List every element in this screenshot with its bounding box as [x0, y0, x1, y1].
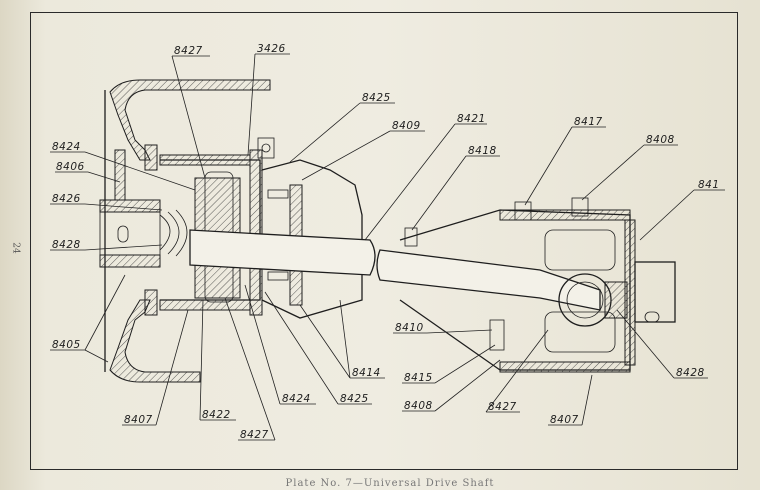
callout-labels: 8427 3426 8425 8409 8421 8424 8406 8426 … — [52, 43, 720, 441]
callout-label: 8405 — [52, 339, 81, 351]
callout-label: 8421 — [457, 113, 486, 125]
callout-label: 8418 — [468, 145, 497, 157]
callout-label: 8427 — [240, 429, 269, 441]
callout-label: 8424 — [52, 141, 81, 153]
callout-label: 8426 — [52, 193, 81, 205]
callout-label: 8417 — [574, 116, 603, 128]
callout-label: 8428 — [676, 367, 705, 379]
callout-label: 8424 — [282, 393, 311, 405]
callout-label: 8410 — [395, 322, 424, 334]
callout-label: 8415 — [404, 372, 433, 384]
callout-label: 8408 — [646, 134, 675, 146]
drive-shaft — [189, 229, 601, 311]
callout-label: 8407 — [124, 414, 153, 426]
callout-label: 3426 — [257, 43, 286, 55]
callout-label: 8407 — [550, 414, 579, 426]
callout-label: 8427 — [174, 45, 203, 57]
plate-caption: Plate No. 7—Universal Drive Shaft — [285, 478, 495, 489]
right-housing — [399, 197, 676, 373]
callout-label: 8408 — [404, 400, 433, 412]
callout-label: 8425 — [362, 92, 391, 104]
callout-label: 8406 — [56, 161, 85, 173]
callout-label: 841 — [698, 179, 720, 191]
callout-label: 8427 — [488, 401, 517, 413]
callout-label: 8425 — [340, 393, 369, 405]
callout-label: 8414 — [352, 367, 381, 379]
callout-label: 8409 — [392, 120, 421, 132]
callout-label: 8428 — [52, 239, 81, 251]
plate-border — [30, 12, 738, 470]
callout-label: 8422 — [202, 409, 231, 421]
leader-lines — [50, 53, 725, 441]
